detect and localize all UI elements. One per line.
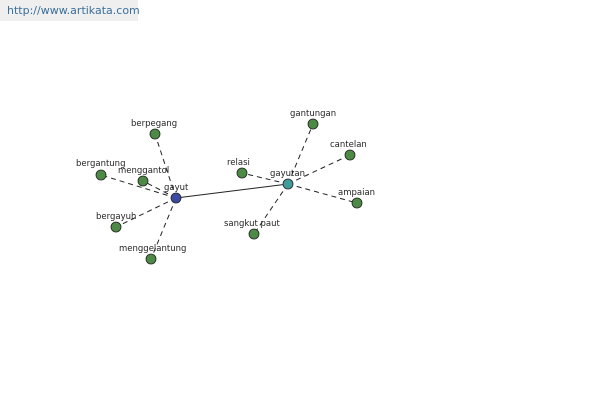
- node-cantelan[interactable]: [344, 149, 356, 161]
- edge-gayut-menggantol: [142, 180, 177, 199]
- labels-layer: gayut gayutan berpegang bergantungmengganto…: [76, 109, 375, 254]
- node-label-gantungan[interactable]: gantungan: [290, 109, 336, 119]
- node-label-menggelantung[interactable]: menggelantung: [119, 244, 186, 254]
- node-label-relasi[interactable]: relasi: [227, 158, 250, 168]
- edge-gayut-bergantung: [100, 174, 177, 199]
- edges-layer: [100, 123, 358, 260]
- nodes-layer: [95, 118, 363, 265]
- node-gayut[interactable]: [170, 192, 182, 204]
- edge-gayutan-gantungan: [287, 123, 314, 185]
- node-sangkut-paut[interactable]: [248, 228, 260, 240]
- edge-gayut-berpegang: [154, 133, 177, 199]
- node-menggantol[interactable]: [137, 175, 149, 187]
- node-relasi[interactable]: [236, 167, 248, 179]
- url-bar: http://www.artikata.com: [0, 0, 140, 21]
- node-label-cantelan[interactable]: cantelan: [330, 140, 367, 150]
- edge-gayut-menggelantung: [150, 197, 177, 260]
- edge-gayutan-cantelan: [287, 154, 351, 185]
- site-url[interactable]: http://www.artikata.com: [7, 4, 140, 17]
- node-bergantung[interactable]: [95, 169, 107, 181]
- edge-gayut-gayutan: [175, 183, 289, 199]
- node-label-berpegang[interactable]: berpegang: [131, 119, 177, 129]
- node-gayutan[interactable]: [282, 178, 294, 190]
- node-berpegang[interactable]: [149, 128, 161, 140]
- node-label-bergantung[interactable]: bergantung: [76, 159, 125, 169]
- node-label-bergayuh[interactable]: bergayuh: [96, 212, 136, 222]
- node-label-ampaian[interactable]: ampaian: [338, 188, 375, 198]
- edge-gayutan-ampaian: [287, 183, 358, 204]
- node-label-gayutan[interactable]: gayutan: [270, 169, 305, 179]
- edge-gayutan-relasi: [241, 172, 289, 185]
- node-menggelantung[interactable]: [145, 253, 157, 265]
- node-bergayuh[interactable]: [110, 221, 122, 233]
- edge-gayut-bergayuh: [115, 197, 177, 228]
- node-ampaian[interactable]: [351, 197, 363, 209]
- node-gantungan[interactable]: [307, 118, 319, 130]
- node-label-sangkut-paut[interactable]: sangkut paut: [224, 219, 280, 229]
- node-label-gayut[interactable]: gayut: [164, 183, 189, 193]
- node-label-menggantol[interactable]: menggantol: [118, 166, 169, 176]
- edge-gayutan-sangkut-paut: [253, 183, 289, 235]
